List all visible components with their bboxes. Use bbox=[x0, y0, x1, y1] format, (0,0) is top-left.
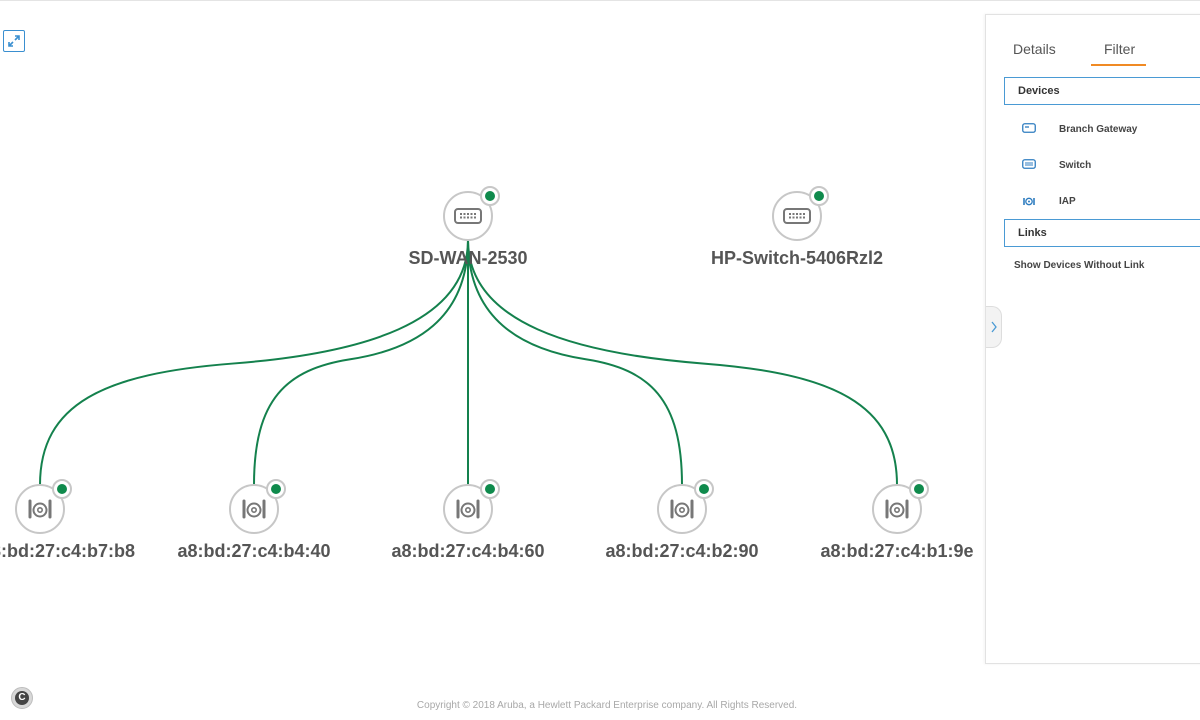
links-section-header[interactable]: Links bbox=[1004, 219, 1200, 247]
node-circle bbox=[772, 191, 822, 241]
switch-icon bbox=[1022, 159, 1036, 169]
filter-item-label: Switch bbox=[1059, 160, 1092, 171]
iap-icon bbox=[28, 499, 52, 519]
tab-details[interactable]: Details bbox=[1013, 41, 1056, 57]
node-circle bbox=[229, 484, 279, 534]
status-dot bbox=[485, 191, 495, 201]
copyright-text: Copyright © 2018 Aruba, a Hewlett Packar… bbox=[416, 700, 798, 711]
node-circle bbox=[443, 191, 493, 241]
node-label: HP-Switch-5406Rzl2 bbox=[710, 248, 884, 268]
node-iap-2[interactable] bbox=[443, 479, 500, 534]
node-iap-1[interactable] bbox=[229, 479, 286, 534]
filter-item-label: IAP bbox=[1059, 196, 1076, 207]
iap-icon bbox=[885, 499, 909, 519]
gateway-icon bbox=[1022, 123, 1036, 133]
iap-icon bbox=[670, 499, 694, 519]
link-line[interactable] bbox=[467, 239, 898, 486]
status-dot bbox=[699, 484, 709, 494]
iap-icon bbox=[242, 499, 266, 519]
option-label: Show Devices Without Link bbox=[1014, 260, 1145, 271]
active-tab-indicator bbox=[1091, 64, 1146, 66]
links-layer bbox=[39, 239, 898, 486]
show-devices-without-link-option[interactable]: Show Devices Without Link ✓ bbox=[1014, 260, 1200, 278]
node-label: a8:bd:27:c4:b4:60 bbox=[391, 541, 545, 561]
node-circle bbox=[657, 484, 707, 534]
node-label: a8:bd:27:c4:b7:b8 bbox=[0, 541, 136, 561]
node-iap-4[interactable] bbox=[872, 479, 929, 534]
node-circle bbox=[15, 484, 65, 534]
status-dot bbox=[914, 484, 924, 494]
tab-filter[interactable]: Filter bbox=[1104, 41, 1136, 57]
switch-icon bbox=[783, 208, 811, 224]
node-label: a8:bd:27:c4:b2:90 bbox=[605, 541, 759, 561]
status-dot bbox=[485, 484, 495, 494]
iap-icon bbox=[456, 499, 480, 519]
link-line[interactable] bbox=[467, 239, 683, 486]
top-divider bbox=[0, 0, 1200, 1]
expand-arrows-icon bbox=[8, 35, 20, 47]
filter-item-switch[interactable]: Switch ✓ bbox=[1022, 156, 1200, 176]
chevron-right-icon bbox=[990, 321, 997, 333]
node-circle bbox=[443, 484, 493, 534]
node-iap-3[interactable] bbox=[657, 479, 714, 534]
status-dot bbox=[57, 484, 67, 494]
switch-icon bbox=[454, 208, 482, 224]
node-label: SD-WAN-2530 bbox=[408, 248, 528, 268]
node-sd-wan-2530[interactable] bbox=[443, 186, 500, 241]
collapse-panel-button[interactable] bbox=[986, 306, 1002, 348]
node-label: a8:bd:27:c4:b1:9e bbox=[820, 541, 974, 561]
status-dot bbox=[271, 484, 281, 494]
status-dot bbox=[814, 191, 824, 201]
filter-item-branch-gateway[interactable]: Branch Gateway ✓ bbox=[1022, 120, 1200, 140]
filter-item-label: Branch Gateway bbox=[1059, 124, 1138, 135]
expand-view-button[interactable] bbox=[3, 30, 25, 52]
topology-canvas bbox=[15, 186, 929, 534]
node-hp-switch-5406rzl2[interactable] bbox=[772, 186, 829, 241]
link-line[interactable] bbox=[253, 239, 469, 486]
devices-section-header[interactable]: Devices bbox=[1004, 77, 1200, 105]
filter-item-iap[interactable]: IAP ✓ bbox=[1022, 192, 1200, 212]
node-circle bbox=[872, 484, 922, 534]
corner-badge-letter: C bbox=[15, 691, 29, 705]
iap-icon bbox=[1023, 197, 1035, 206]
link-line[interactable] bbox=[39, 239, 469, 486]
node-iap-0[interactable] bbox=[15, 479, 72, 534]
filter-panel: Details Filter Devices Branch Gateway ✓ … bbox=[985, 14, 1200, 664]
node-label: a8:bd:27:c4:b4:40 bbox=[177, 541, 331, 561]
corner-badge-button[interactable]: C bbox=[11, 687, 33, 709]
